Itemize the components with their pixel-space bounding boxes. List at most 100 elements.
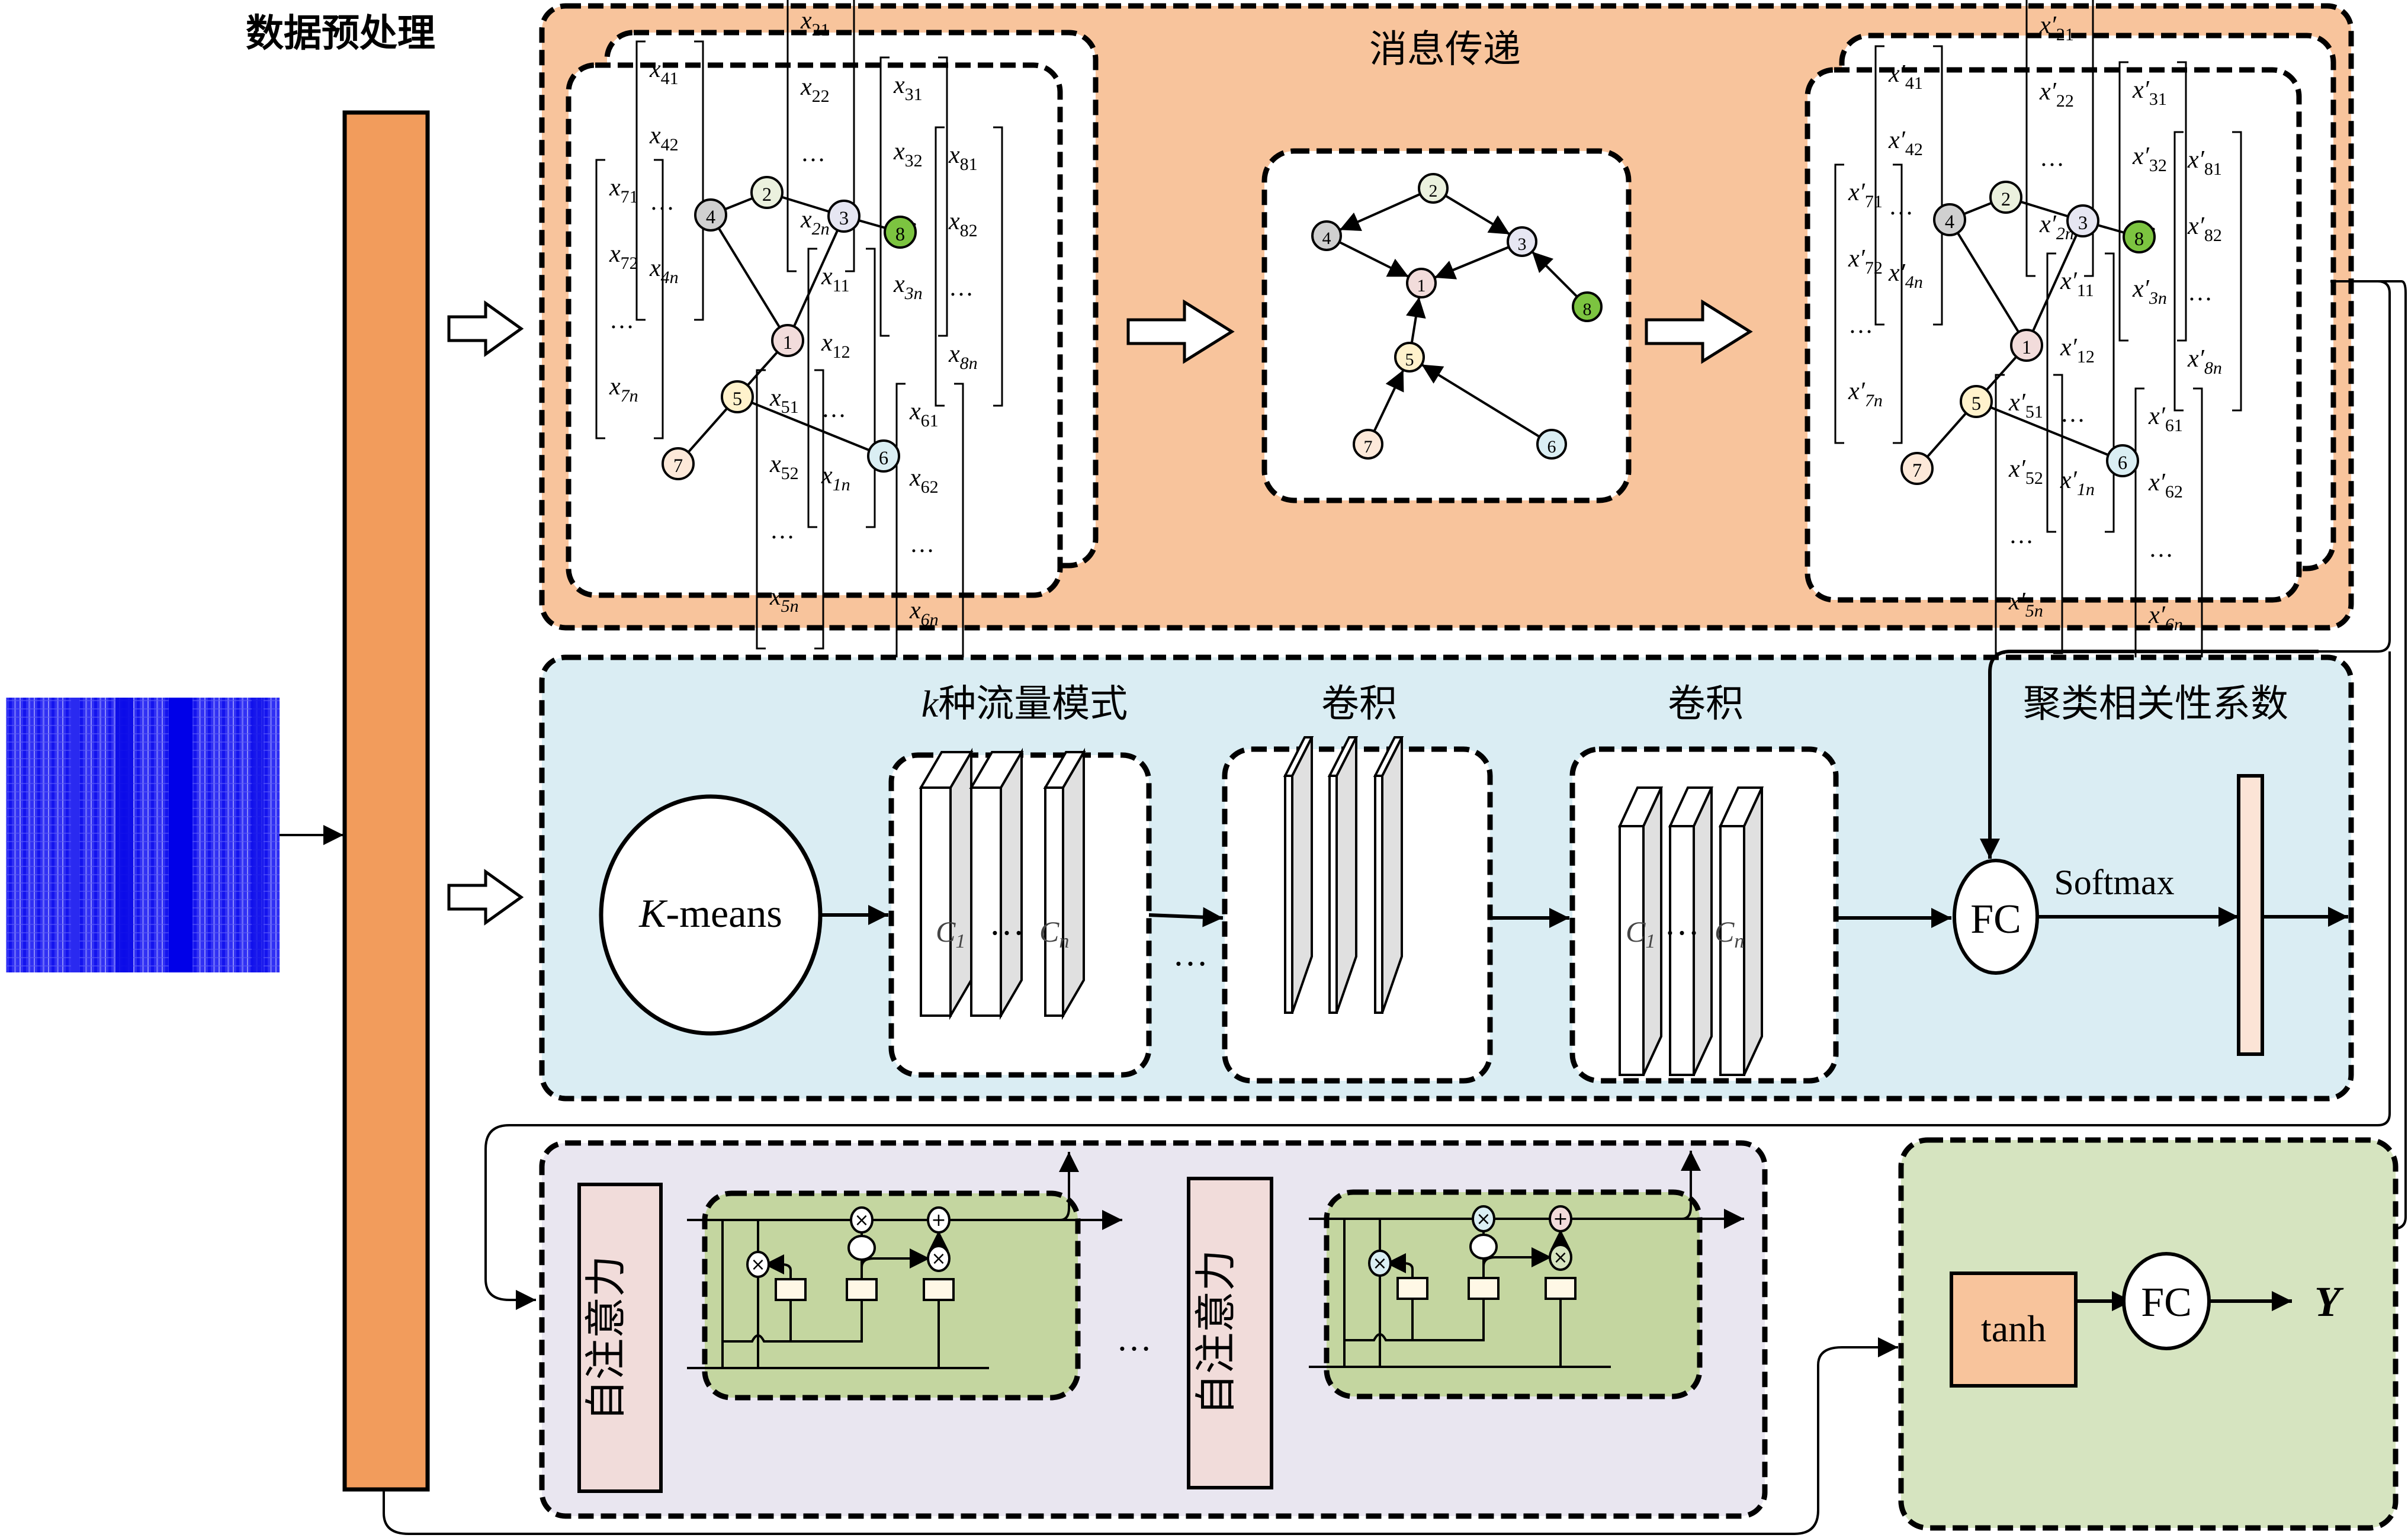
softmax-label: Softmax [2054, 863, 2174, 902]
vector-entry: x′12 [2060, 334, 2095, 367]
block-front [1044, 786, 1064, 1017]
conv2-cn-label: Cn [1715, 915, 1744, 952]
graph-node-label: 3 [2078, 213, 2088, 234]
graph-edge [2025, 220, 2084, 346]
vector-entry: x22 [800, 73, 830, 106]
vector-entry: x′41 [1888, 60, 1923, 93]
graph-node-8 [1572, 291, 1603, 322]
graph-node-label: 6 [1547, 437, 1556, 457]
bracket-left [786, 0, 797, 272]
directed-edge [1338, 240, 1410, 278]
graph-node-7 [1900, 452, 1934, 485]
graph-node-5 [721, 380, 754, 413]
vector-entry: x′22 [2039, 78, 2074, 111]
bracket-right [2105, 252, 2115, 533]
vector-entry: x61 [909, 398, 939, 431]
vector-entry: x42 [649, 122, 679, 155]
op-symbol: × [1372, 1253, 1387, 1274]
fc-label-output: FC [2141, 1280, 2192, 1325]
vector-entry: x2n [800, 206, 830, 239]
graph-node-label: 7 [1364, 437, 1373, 457]
vector-entry: x′3n [2132, 275, 2167, 308]
preprocess-bar [342, 110, 430, 1492]
graph-edge [737, 396, 884, 457]
graph-node-5 [1394, 342, 1425, 373]
bracket-right [2084, 0, 2094, 277]
message-passing-title: 消息传递 [1369, 28, 1521, 72]
between-dots: … [1173, 934, 1208, 973]
graph-node-label: 3 [1518, 235, 1527, 254]
message-graph-card [1261, 148, 1632, 503]
op-symbol: × [1476, 1209, 1491, 1229]
graph-node-label: 8 [2134, 229, 2144, 250]
vector-entry: x′21 [2039, 12, 2074, 44]
op-symbol: × [1553, 1247, 1568, 1268]
graph-node-2 [1989, 181, 2022, 214]
vector-entry: x′52 [2008, 455, 2043, 488]
vector-entry: x5n [769, 583, 799, 616]
vector-entry: … [2060, 400, 2085, 428]
graph-node-2 [750, 176, 784, 209]
tanh-label: tanh [1981, 1308, 2046, 1350]
input-graph: x41x42…x4nx21x22…x2nx31x32…x3nx81x82…x8n… [595, 0, 1003, 663]
conv-plate-top [1373, 736, 1404, 777]
graph-node-label: 1 [2022, 337, 2031, 358]
vector-entry: x′31 [2132, 76, 2167, 109]
directed-edge [1421, 363, 1540, 438]
lstm-cell-box [1324, 1189, 1703, 1399]
block-front [1619, 825, 1645, 1076]
conv-plate-top [1327, 736, 1359, 777]
vector-entry: x′62 [2148, 469, 2183, 502]
tanh-gate-box [923, 1278, 955, 1301]
vector-entry: x51 [769, 384, 799, 417]
graph-node-3 [2066, 204, 2099, 237]
tanh-op-icon [1469, 1234, 1498, 1260]
vector-entry: x21 [800, 7, 830, 40]
bracket-right [1933, 45, 1943, 326]
graph-node-4 [1933, 203, 1966, 236]
preprocess-title: 数据预处理 [246, 12, 435, 56]
vector-entry: x11 [821, 263, 850, 296]
graph-node-3 [827, 200, 861, 233]
block-front [1719, 825, 1745, 1076]
gate-arrow [1386, 1253, 1414, 1278]
bracket-left [635, 40, 646, 321]
softmax-output-bar [2237, 774, 2264, 1056]
vector-entry: x′51 [2008, 389, 2043, 422]
feature-vectors: x41x42…x4nx21x22…x2nx31x32…x3nx81x82…x8n… [595, 0, 1003, 663]
add-op-icon [927, 1206, 951, 1234]
vector-entry: x′32 [2132, 143, 2167, 175]
graph-node-label: 5 [1972, 393, 1981, 415]
bracket-left [1874, 45, 1884, 326]
vector-entry: x′72 [1848, 245, 1883, 278]
op-symbol: + [1553, 1209, 1568, 1229]
sigma-gate-box [1468, 1277, 1500, 1300]
conv1-blocks [1283, 736, 1404, 1014]
self-attention-box-1 [577, 1183, 663, 1493]
to-lstm-connector [484, 651, 2391, 1310]
bracket-right [2177, 61, 2187, 342]
vector-entry: x4n [649, 255, 679, 287]
cell-wire [1344, 1296, 1485, 1341]
vector-entry: … [2009, 522, 2034, 549]
bracket-right [993, 126, 1003, 407]
vector-entry: x7n [609, 373, 638, 406]
graph-edge [1421, 240, 1523, 284]
bracket-right [654, 159, 664, 439]
self-attention-label-1: 自注意力 [582, 1256, 630, 1421]
fc-label-cluster: FC [1970, 897, 2021, 942]
bracket-left [1834, 163, 1844, 444]
graph-node-label: 2 [2001, 189, 2011, 210]
vector-entry: … [801, 140, 826, 167]
directed-edge [1406, 297, 1426, 343]
bracket-left [2118, 61, 2128, 342]
directed-edge [1339, 192, 1421, 232]
vector-entry: … [2188, 279, 2213, 306]
vector-entry: x31 [893, 72, 923, 104]
graph-edge [1948, 219, 2028, 346]
block-side [949, 747, 972, 1020]
hidden-output-arrow [1059, 1152, 1079, 1221]
vector-entry: … [910, 531, 935, 558]
